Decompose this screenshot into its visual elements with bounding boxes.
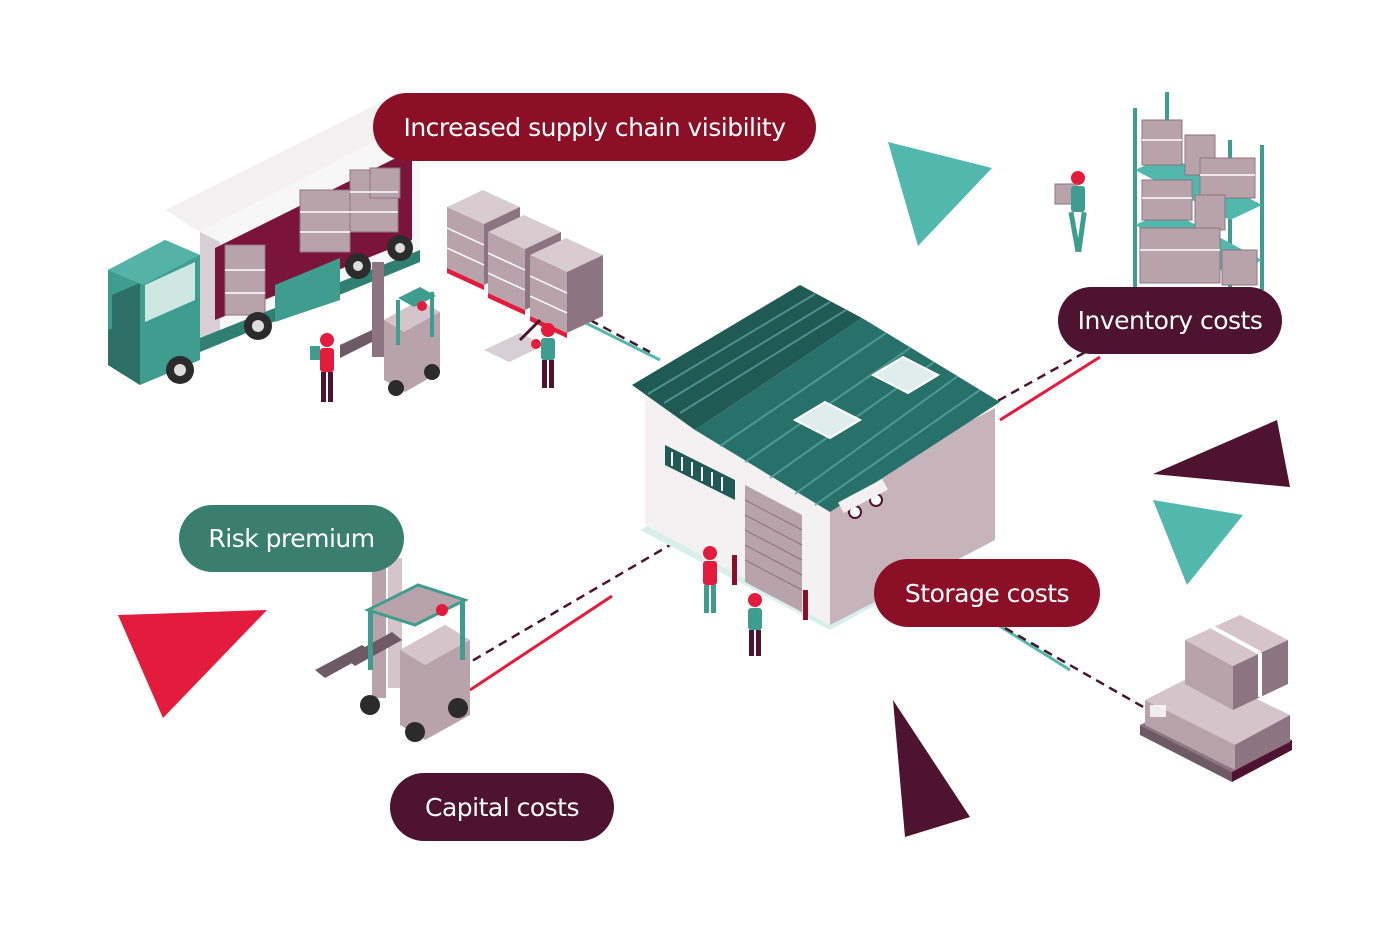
label-text: Inventory costs	[1077, 306, 1263, 335]
worker-icon	[748, 593, 762, 656]
worker-icon	[541, 323, 555, 388]
triangle-plum-right	[1153, 420, 1290, 487]
label-text: Increased supply chain visibility	[403, 112, 786, 142]
worker-icon	[1054, 171, 1087, 253]
triangle-teal-right	[1153, 500, 1243, 585]
worker-icon	[310, 333, 334, 402]
triangle-decorations	[118, 142, 1290, 837]
truck-icon	[108, 100, 420, 385]
warehouse-icon	[632, 285, 1000, 630]
label-text: Capital costs	[425, 792, 580, 822]
triangle-red-left	[118, 610, 267, 718]
label-increased-supply-chain-visibility: Increased supply chain visibility	[373, 93, 816, 161]
forklift-icon	[340, 262, 440, 396]
pallet-jack-icon	[484, 318, 545, 362]
label-text: Storage costs	[904, 578, 1070, 608]
storage-rack-icon	[1133, 92, 1264, 290]
label-storage-costs: Storage costs	[874, 559, 1100, 627]
boxes-pallet-icon	[1140, 615, 1292, 782]
label-risk-premium: Risk premium	[179, 505, 404, 572]
worker-icon	[703, 546, 717, 613]
label-text: Risk premium	[208, 524, 375, 553]
connector-lines	[459, 308, 1146, 710]
triangle-plum-bottom	[893, 700, 970, 837]
triangle-teal-top	[888, 142, 992, 246]
pallet-stack-icon	[446, 190, 603, 338]
label-capital-costs: Capital costs	[390, 773, 614, 841]
forklift-icon	[315, 558, 470, 742]
label-inventory-costs: Inventory costs	[1058, 287, 1282, 354]
